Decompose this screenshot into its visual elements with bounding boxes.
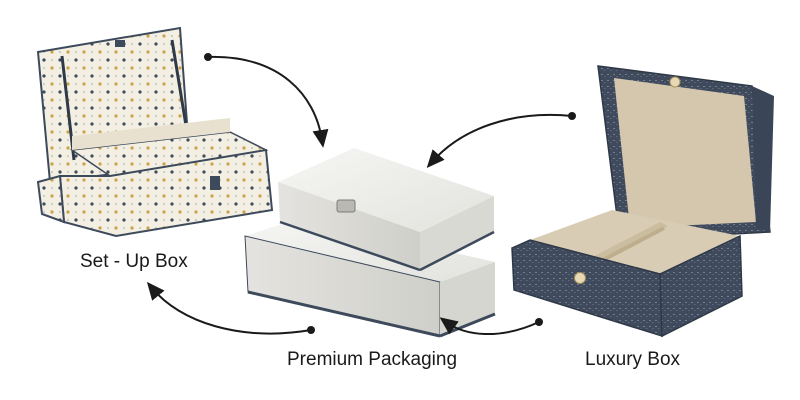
luxury-box-label: Luxury Box (585, 349, 681, 370)
premium-packaging-label: Premium Packaging (287, 349, 458, 370)
premium-packaging-image (244, 148, 496, 338)
connector-arrows (146, 53, 576, 336)
arrow-luxury-label-to-premium (439, 317, 540, 336)
setup-box-image (36, 26, 274, 238)
setup-box-label: Set - Up Box (80, 251, 188, 272)
luxury-box-image (511, 65, 774, 338)
arrow-luxury-to-premium (426, 114, 573, 169)
arrow-premium-to-setup (146, 281, 312, 335)
arrow-setup-to-premium (207, 55, 329, 148)
